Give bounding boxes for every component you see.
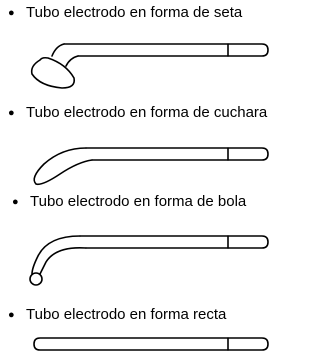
item-text: Tubo electrodo en forma de bola [30,193,247,210]
bullet [8,306,26,325]
bullet [8,4,26,23]
bullet [12,193,30,212]
item-label-spoon: Tubo electrodo en forma de cuchara [8,104,267,123]
item-label-straight: Tubo electrodo en forma recta [8,306,226,325]
straight-electrode-tube-icon [33,337,269,351]
spoon-electrode-tube-icon [33,147,269,186]
item-label-ball: Tubo electrodo en forma de bola [8,193,246,212]
item-label-mushroom: Tubo electrodo en forma de seta [8,4,242,23]
bullet [8,104,26,123]
item-text: Tubo electrodo en forma de cuchara [26,104,268,121]
item-text: Tubo electrodo en forma recta [26,306,227,323]
item-text: Tubo electrodo en forma de seta [26,4,243,21]
mushroom-electrode-tube-icon [30,43,269,89]
ball-electrode-tube-icon [29,235,269,286]
